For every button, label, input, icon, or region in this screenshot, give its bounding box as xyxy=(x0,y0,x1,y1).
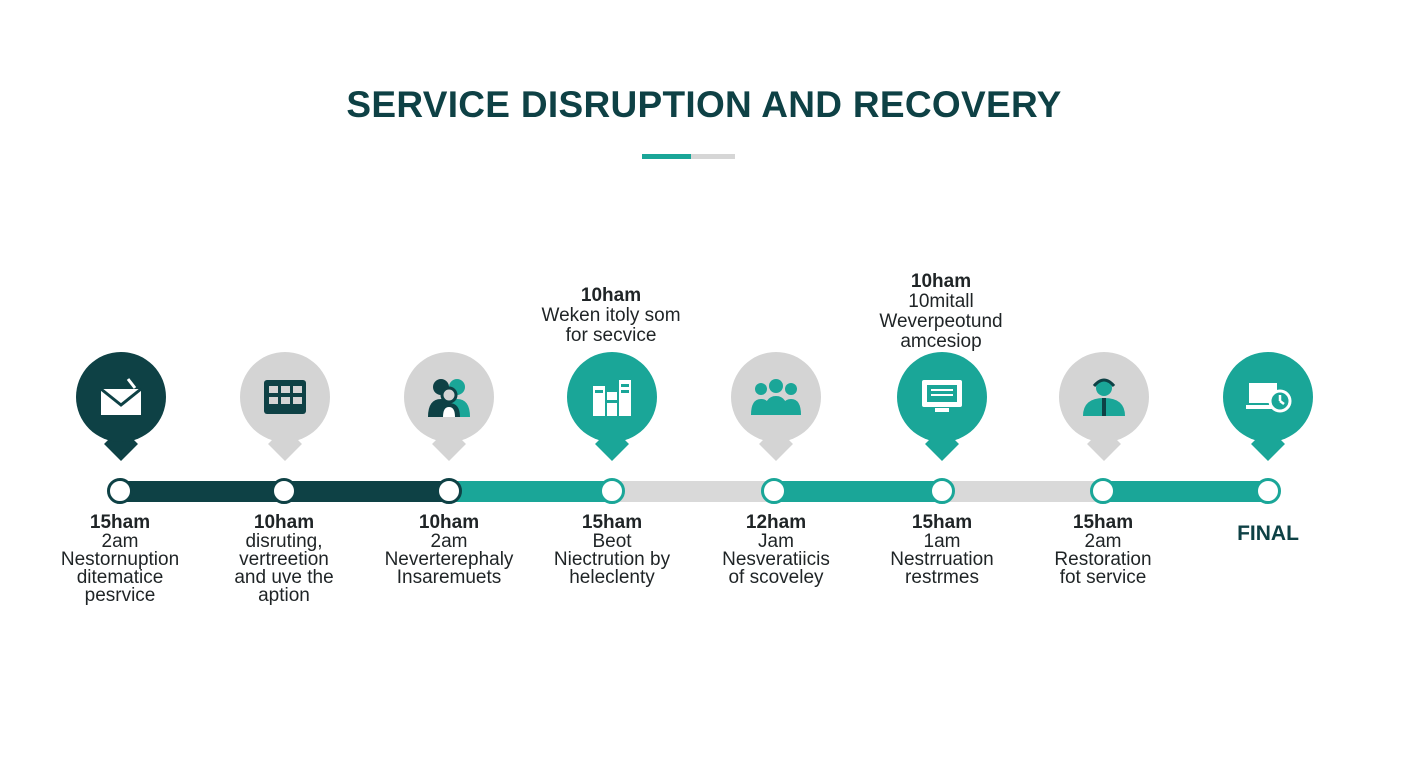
event-pin-4 xyxy=(567,352,657,461)
event-pin-5 xyxy=(731,352,821,461)
event-text: disruting, xyxy=(245,531,323,552)
above-label-6: 10ham 10mitall Weverpeotund amcesiop xyxy=(841,272,1041,352)
event-label-1: 15ham 2am Nestornuption ditematice pesrv… xyxy=(20,512,220,606)
event-text: ditematice xyxy=(76,567,164,588)
event-text: for secvice xyxy=(565,325,657,346)
event-time: 10ham xyxy=(580,285,642,306)
title-underline xyxy=(642,154,735,159)
people-icon xyxy=(424,375,474,419)
server-icon xyxy=(589,376,635,418)
event-text: Beot xyxy=(592,531,632,552)
event-text: Restoration xyxy=(1054,549,1152,570)
event-label-4: 15ham Beot Niectrution by heleclenty xyxy=(512,512,712,588)
event-text: Nestrruation xyxy=(890,549,994,570)
event-pin-7 xyxy=(1059,352,1149,461)
support-person-icon xyxy=(1080,376,1128,418)
laptop-clock-icon xyxy=(1244,377,1292,417)
event-label-final: FINAL xyxy=(1168,522,1368,545)
event-pin-8 xyxy=(1223,352,1313,461)
timeline-node-4 xyxy=(599,478,625,504)
event-pin-3 xyxy=(404,352,494,461)
group-icon xyxy=(749,377,803,417)
event-text: Neverterephaly xyxy=(384,549,514,570)
event-text: Jam xyxy=(758,531,794,552)
event-time: 15ham xyxy=(581,512,643,533)
timeline-node-1 xyxy=(107,478,133,504)
timeline-segment-2 xyxy=(449,481,612,502)
event-label-2: 10ham disruting, vertreetion and uve the… xyxy=(184,512,384,606)
event-text: Weverpeotund xyxy=(879,311,1003,332)
event-text: pesrvice xyxy=(84,585,156,606)
event-text: Insaremuets xyxy=(396,567,502,588)
event-label-7: 15ham 2am Restoration fot service xyxy=(1003,512,1203,588)
timeline-segment-4 xyxy=(774,481,942,502)
event-time: 10ham xyxy=(253,512,315,533)
event-text: fot service xyxy=(1059,567,1147,588)
final-label: FINAL xyxy=(1237,522,1299,545)
above-label-4: 10ham Weken itoly som for secvice xyxy=(511,286,711,346)
timeline-node-7 xyxy=(1090,478,1116,504)
timeline-node-5 xyxy=(761,478,787,504)
event-time: 12ham xyxy=(745,512,807,533)
event-text: heleclenty xyxy=(569,567,655,588)
event-time: 15ham xyxy=(89,512,151,533)
event-pin-6 xyxy=(897,352,987,461)
event-pin-2 xyxy=(240,352,330,461)
event-text: vertreetion xyxy=(239,549,329,570)
event-text: 10mitall xyxy=(908,291,974,312)
event-pin-1 xyxy=(76,352,166,461)
event-label-6: 15ham 1am Nestrruation restrmes xyxy=(842,512,1042,588)
event-text: restrmes xyxy=(905,567,979,588)
underline-rest xyxy=(691,154,735,159)
event-text: 1am xyxy=(923,531,961,552)
event-time: 15ham xyxy=(1072,512,1134,533)
event-time: 10ham xyxy=(418,512,480,533)
event-text: Weken itoly som xyxy=(541,305,681,326)
page-title: SERVICE DISRUPTION AND RECOVERY xyxy=(346,84,1062,125)
event-text: 2am xyxy=(430,531,468,552)
timeline-node-3 xyxy=(436,478,462,504)
event-text: Niectrution by xyxy=(553,549,671,570)
event-text: 2am xyxy=(1084,531,1122,552)
underline-accent xyxy=(642,154,691,159)
event-time: 15ham xyxy=(911,512,973,533)
timeline-segment-6 xyxy=(1103,481,1268,502)
timeline-segment-5 xyxy=(942,481,1103,502)
event-text: amcesiop xyxy=(900,331,982,352)
event-text: of scoveley xyxy=(728,567,824,588)
timeline-node-8 xyxy=(1255,478,1281,504)
event-label-5: 12ham Jam Nesveratiicis of scoveley xyxy=(676,512,876,588)
event-text: and uve the xyxy=(234,567,334,588)
monitor-icon xyxy=(919,377,965,417)
event-text: aption xyxy=(258,585,310,606)
event-label-3: 10ham 2am Neverterephaly Insaremuets xyxy=(349,512,549,588)
calendar-grid-icon xyxy=(262,378,308,416)
envelope-icon xyxy=(98,377,144,417)
event-text: Nesveratiicis xyxy=(722,549,830,570)
timeline-segment-3 xyxy=(612,481,774,502)
event-text: Nestornuption xyxy=(60,549,180,570)
timeline-node-2 xyxy=(271,478,297,504)
timeline-node-6 xyxy=(929,478,955,504)
event-time: 10ham xyxy=(910,271,972,292)
event-text: 2am xyxy=(101,531,139,552)
